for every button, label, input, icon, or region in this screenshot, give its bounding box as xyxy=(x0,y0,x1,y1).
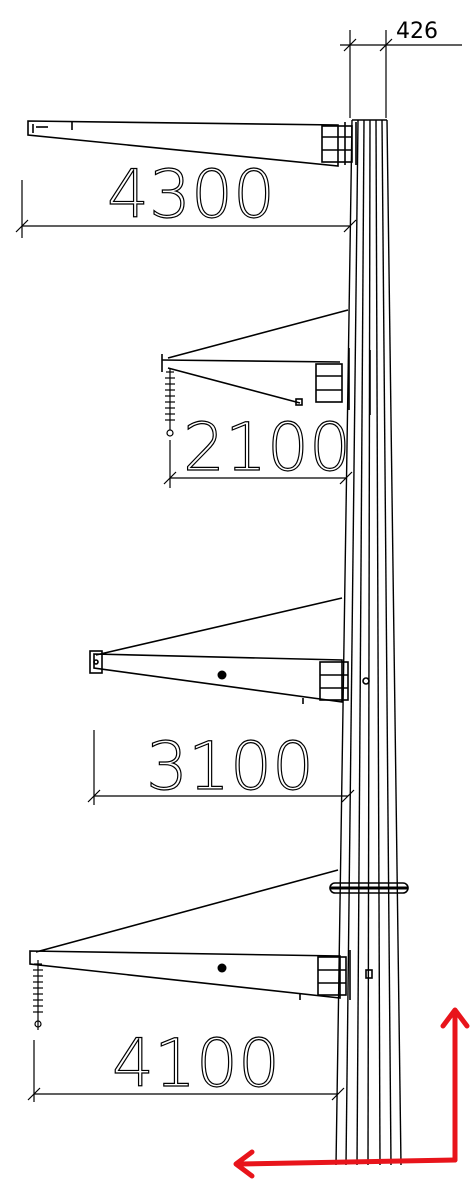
pole-clamp-band xyxy=(329,882,409,894)
dimension-label-4300: 4300 xyxy=(107,156,275,233)
crossarm-1 xyxy=(27,120,357,167)
crossarm-2 xyxy=(161,309,371,415)
bolt-hole-3 xyxy=(217,670,227,680)
dimension-label-3100: 3100 xyxy=(146,728,314,805)
arrow-left-icon xyxy=(237,1157,458,1167)
dimension-line-4 xyxy=(27,1040,345,1102)
dimension-label-4100: 4100 xyxy=(112,1025,280,1102)
dimension-label-426: 426 xyxy=(396,19,438,44)
insulator-string-2 xyxy=(165,368,175,437)
pole-shaft xyxy=(335,119,402,1166)
crossarm-4 xyxy=(29,869,373,1000)
dimension-label-2100: 2100 xyxy=(183,409,351,486)
dimension-line-1 xyxy=(15,180,357,238)
crossarm-3 xyxy=(89,597,370,704)
bolt-hole-4 xyxy=(217,963,227,973)
dimension-line-2 xyxy=(163,440,353,488)
coordinate-axes-arrows xyxy=(233,1007,470,1179)
dimension-line-3 xyxy=(87,730,355,805)
insulator-string-4 xyxy=(33,960,43,1030)
top-dimension xyxy=(340,30,462,118)
